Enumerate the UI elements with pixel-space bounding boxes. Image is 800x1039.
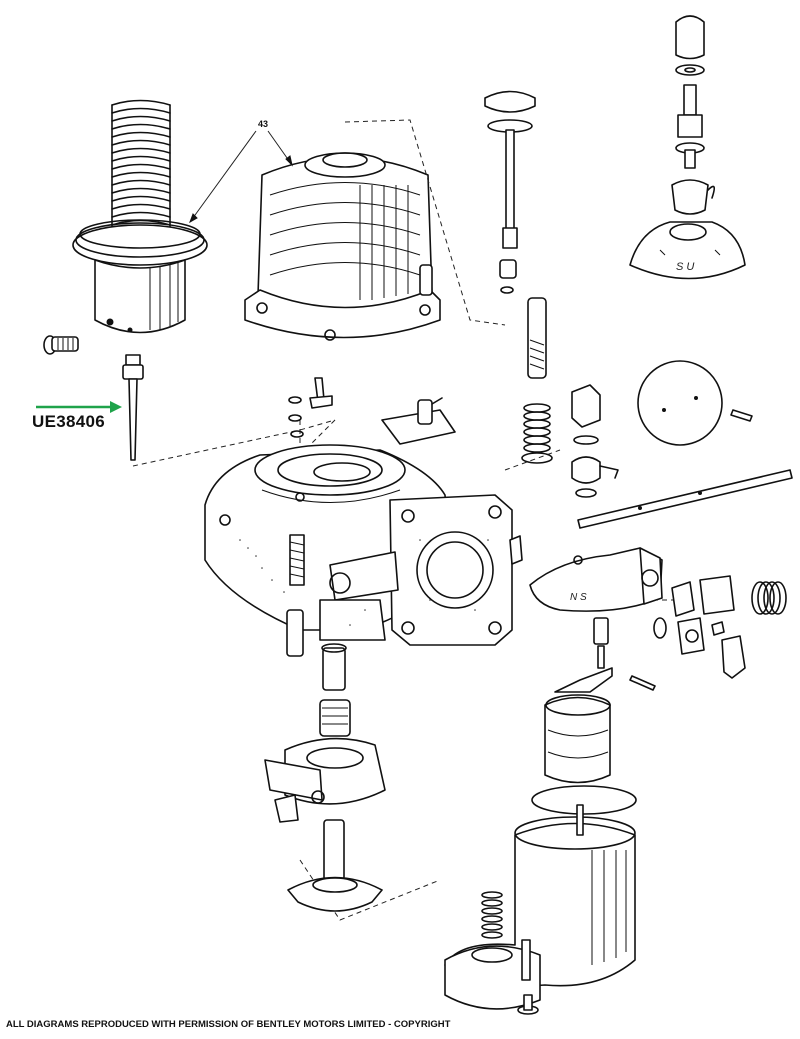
float <box>531 694 637 815</box>
float-chamber-top: N S <box>529 547 663 612</box>
float-chamber-lid: S U <box>629 221 746 280</box>
throttle-disc-screw <box>730 409 753 422</box>
throttle-disc <box>637 360 723 446</box>
carburettor-body <box>204 444 523 646</box>
jet-bearing <box>321 643 347 691</box>
svg-text:N S: N S <box>570 592 587 603</box>
suction-chamber <box>244 152 441 341</box>
filter-and-union <box>653 575 787 679</box>
piston-lifting-pin <box>286 534 305 657</box>
small-screws-and-washers <box>288 377 333 438</box>
float-chamber-cap-nut <box>671 15 716 215</box>
jet-adjusting-screw <box>527 297 547 379</box>
jet-diaphragm <box>287 819 383 912</box>
piston-assembly <box>72 219 208 334</box>
damper-assembly <box>484 90 536 294</box>
needle-valve-bracket <box>381 397 456 445</box>
jet-head-and-linkage <box>264 699 386 823</box>
piston-spring <box>111 99 171 241</box>
float-lever-and-pin <box>554 617 656 693</box>
svg-text:43: 43 <box>258 119 268 129</box>
throttle-spindle <box>577 469 793 529</box>
callout-43: 43 <box>189 119 293 224</box>
part-number-label: UE38406 <box>32 412 105 431</box>
union-nut-and-banjo <box>571 384 619 498</box>
svg-text:S U: S U <box>676 261 694 273</box>
jet-spring <box>521 403 553 464</box>
float-chamber-base-spring <box>444 891 541 1015</box>
copyright-notice: ALL DIAGRAMS REPRODUCED WITH PERMISSION … <box>6 1019 451 1030</box>
jet-needle <box>122 354 144 461</box>
damper-screw <box>43 335 79 355</box>
needle-pointer-arrow <box>36 401 122 413</box>
